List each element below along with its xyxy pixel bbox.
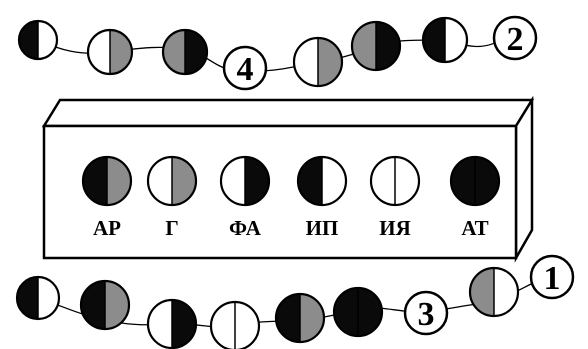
bottom-bead-7	[470, 268, 518, 316]
label-iya: ИЯ	[379, 216, 411, 240]
number-1: 1	[544, 260, 561, 297]
label-at: АТ	[461, 216, 488, 240]
top-bead-6	[423, 18, 467, 62]
box-bead-iya	[371, 157, 419, 205]
number-circle-2: 2	[494, 17, 536, 59]
bottom-bead-1	[17, 277, 59, 319]
label-ar: АР	[93, 216, 121, 240]
bottom-bead-5	[276, 294, 324, 342]
box-side-face	[516, 100, 532, 258]
number-2: 2	[507, 21, 524, 58]
top-bead-5	[352, 22, 400, 70]
top-bead-4	[294, 38, 342, 86]
top-bead-3	[163, 30, 207, 74]
number-3: 3	[418, 296, 435, 333]
box-bead-at	[451, 157, 499, 205]
bottom-bead-4	[211, 302, 259, 349]
box-bead-fa	[221, 157, 269, 205]
label-g: Г	[165, 216, 178, 240]
box-bead-ip	[298, 157, 346, 205]
top-bead-2	[88, 30, 132, 74]
number-circle-1: 1	[531, 256, 573, 298]
label-fa: ФА	[229, 216, 262, 240]
bottom-bead-6	[334, 288, 382, 336]
bottom-bead-2	[81, 281, 129, 329]
number-circle-4: 4	[224, 47, 266, 89]
label-ip: ИП	[306, 216, 339, 240]
box-bead-ar	[83, 157, 131, 205]
box-bead-g	[148, 157, 196, 205]
number-4: 4	[237, 51, 254, 88]
top-bead-1	[19, 21, 57, 59]
bottom-bead-3	[148, 300, 196, 348]
box-top-face	[44, 100, 532, 126]
number-circle-3: 3	[405, 292, 447, 334]
